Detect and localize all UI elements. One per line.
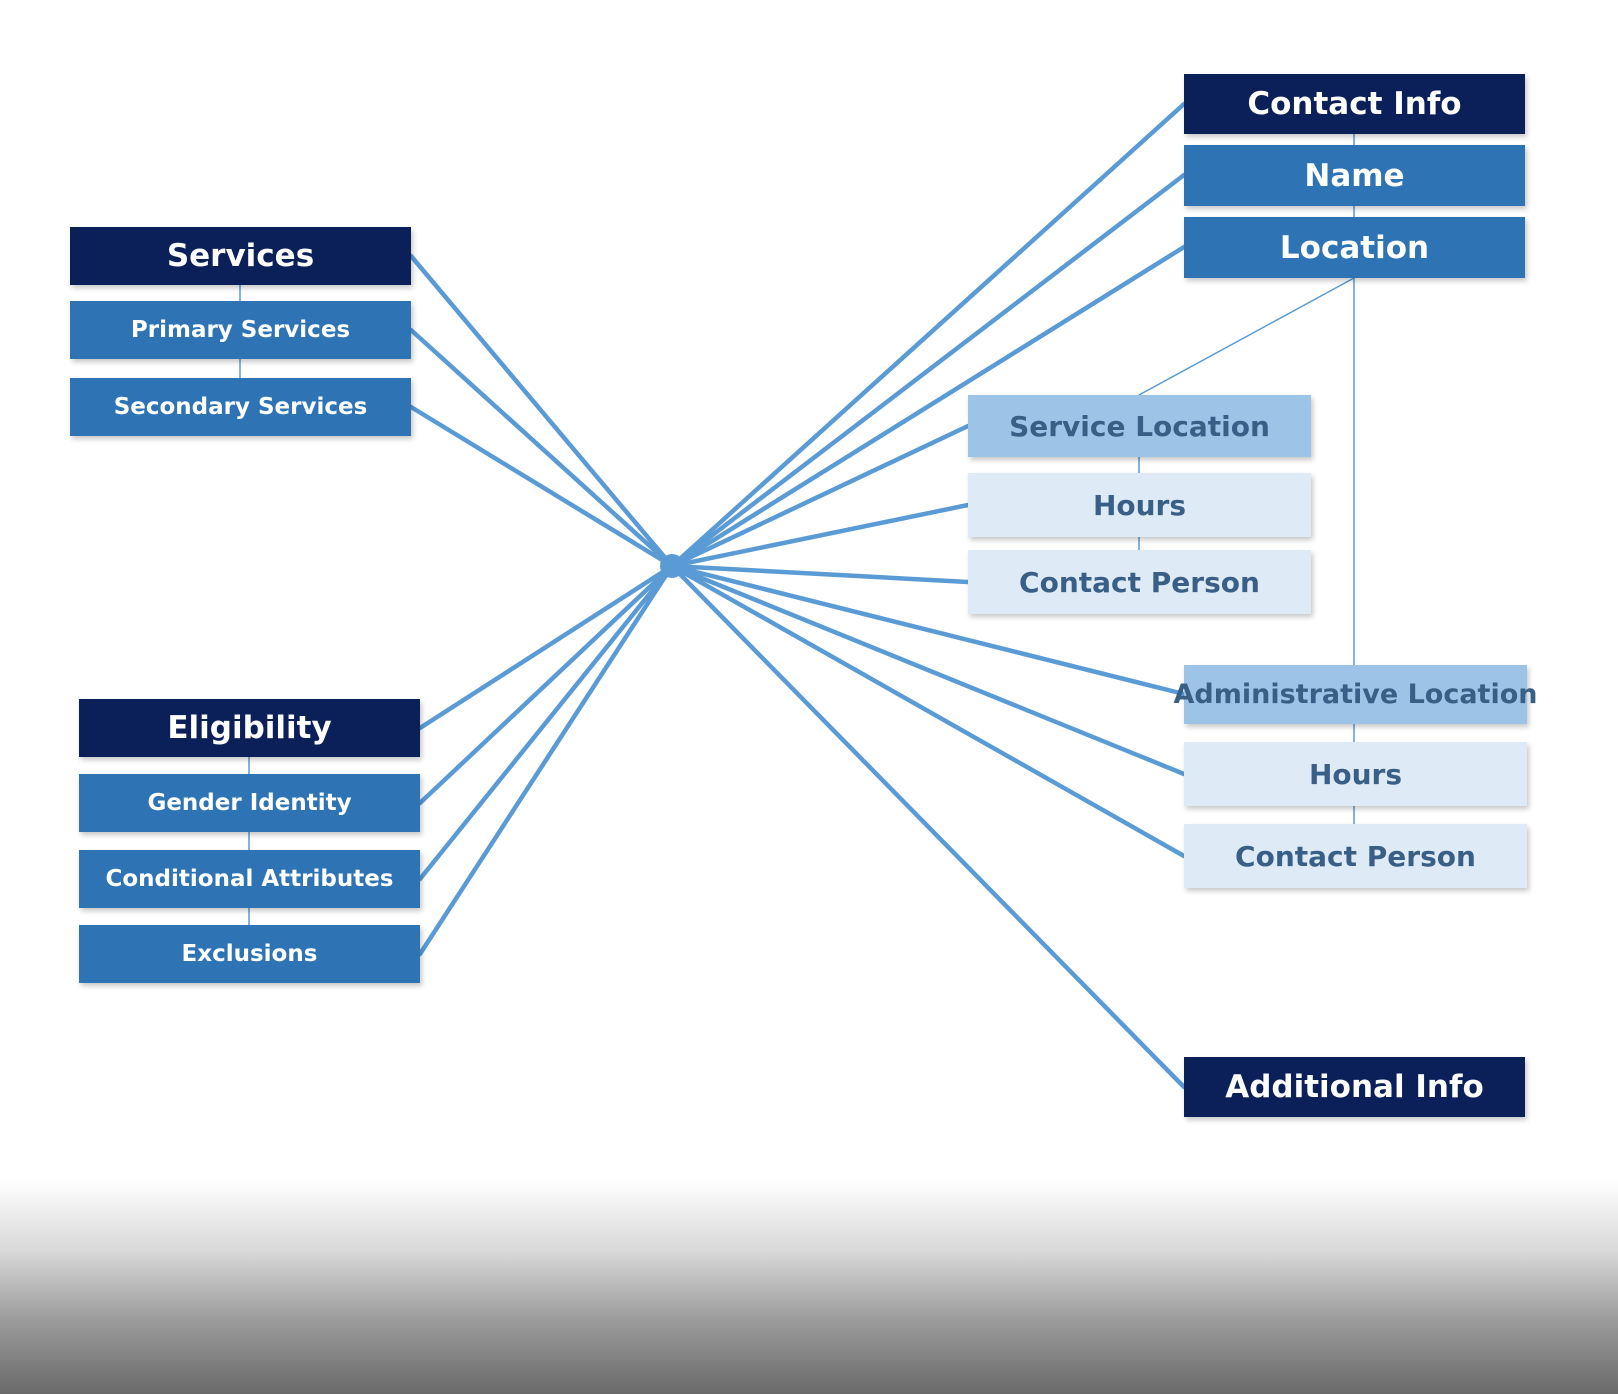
spoke-contact-info [669, 101, 1187, 569]
services-title-box: Services [70, 227, 411, 285]
administrative-location-contact-person-box: Contact Person [1184, 824, 1527, 888]
spoke-service-location [669, 423, 971, 569]
exclusions-box: Exclusions [79, 925, 420, 983]
spoke-administrative-location-hours [669, 563, 1187, 777]
spoke-service-location-contact-person [669, 563, 971, 585]
secondary-services-box: Secondary Services [70, 378, 411, 436]
contact-info-title-box: Contact Info [1184, 74, 1525, 134]
eligibility-title-box: Eligibility [79, 699, 420, 757]
hub-node [660, 554, 684, 578]
spoke-exclusions [417, 563, 675, 957]
service-location-hours-box: Hours [968, 473, 1311, 537]
spoke-eligibility [417, 563, 675, 731]
name-box: Name [1184, 145, 1525, 206]
conditional-attributes-box: Conditional Attributes [79, 850, 420, 908]
service-location-box: Service Location [968, 395, 1311, 457]
primary-services-box: Primary Services [70, 301, 411, 359]
spoke-gender-identity [417, 563, 675, 806]
link-location-service [1138, 277, 1355, 396]
spoke-name [669, 172, 1187, 569]
additional-info-title-box: Additional Info [1184, 1057, 1525, 1117]
spoke-additional-info [669, 563, 1187, 1090]
service-location-contact-person-box: Contact Person [968, 550, 1311, 614]
administrative-location-hours-box: Hours [1184, 742, 1527, 806]
location-box: Location [1184, 217, 1525, 278]
spoke-primary-services [408, 327, 675, 569]
spoke-services [408, 253, 675, 569]
connector-lines [239, 101, 1355, 1090]
spoke-secondary-services [408, 404, 675, 569]
spoke-conditional-attributes [417, 563, 675, 882]
administrative-location-box: Administrative Location [1174, 665, 1538, 724]
spoke-service-location-hours [669, 502, 971, 569]
gender-identity-box: Gender Identity [79, 774, 420, 832]
spoke-administrative-location-contact-person [669, 563, 1187, 859]
spoke-administrative-location [669, 563, 1187, 697]
spoke-location [669, 244, 1187, 569]
